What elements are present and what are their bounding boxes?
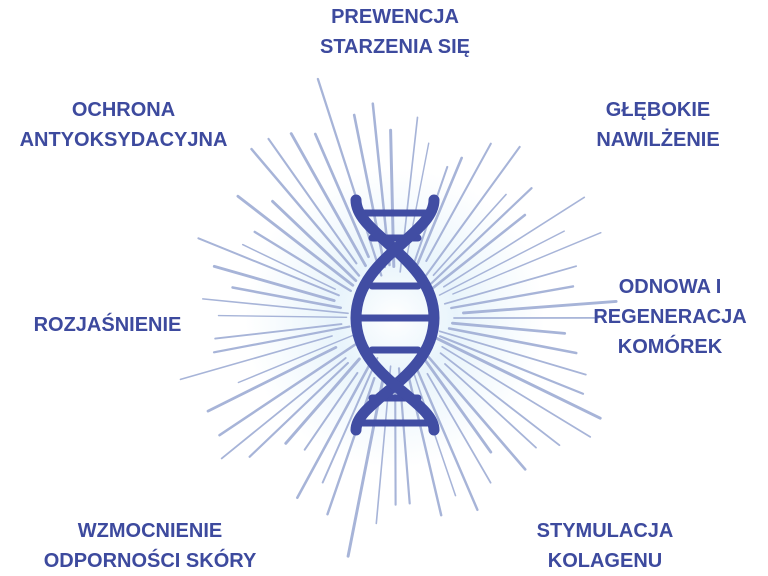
burst-ray <box>217 314 348 318</box>
burst-ray <box>202 298 349 315</box>
burst-rays <box>179 77 618 558</box>
label-glebokie-nawilzenie: GŁĘBOKIE NAWILŻENIE <box>596 99 720 151</box>
burst-ray <box>427 355 527 471</box>
burst-ray <box>450 285 575 310</box>
label-ochrona-antyoksydacyjna: OCHRONA ANTYOKSYDACYJNA <box>19 99 228 151</box>
burst-ray <box>450 321 567 335</box>
burst-ray <box>447 327 578 355</box>
burst-ray <box>443 265 577 305</box>
burst-ray <box>438 230 565 296</box>
burst-ray <box>236 194 355 287</box>
label-wzmocnienie-odpornosci: WZMOCNIENIE ODPORNOŚCI SKÓRY <box>43 520 257 572</box>
burst-ray <box>432 193 507 277</box>
burst-ray <box>313 132 370 259</box>
burst-ray <box>443 196 586 288</box>
burst-ray <box>250 147 361 277</box>
burst-ray <box>423 358 493 454</box>
burst-ray <box>253 230 352 293</box>
burst-ray <box>197 237 340 297</box>
burst-ray <box>439 352 561 447</box>
burst-ray <box>231 286 343 310</box>
burst-ray <box>212 325 351 354</box>
burst-ray <box>179 335 333 381</box>
burst-ray <box>237 334 354 384</box>
burst-ray <box>303 371 359 451</box>
burst-ray <box>441 345 592 438</box>
burst-ray <box>462 299 618 315</box>
burst-ray <box>206 346 338 413</box>
burst-ray <box>214 323 343 340</box>
burst-ray <box>316 77 383 277</box>
burst-ray <box>439 335 585 395</box>
burst-ray <box>271 199 358 283</box>
label-rozjasnienie: ROZJAŚNIENIE <box>33 314 182 336</box>
burst-ray <box>444 363 537 449</box>
dna-helix-icon <box>350 194 440 436</box>
burst-ray <box>430 187 533 285</box>
burst-ray <box>218 343 357 437</box>
burst-ray <box>425 142 492 263</box>
label-prewencja-starzenia: PREWENCJA STARZENIA SIĘ <box>319 6 470 58</box>
burst-ray <box>438 330 587 376</box>
burst-ray <box>346 376 385 558</box>
burst-ray <box>289 132 367 268</box>
burst-ray <box>422 145 521 281</box>
burst-ray <box>267 137 358 265</box>
burst-ray <box>220 357 347 460</box>
burst-ray <box>248 361 349 458</box>
burst-ray <box>212 264 336 303</box>
label-stymulacja-kolagenu: STYMULACJA KOLAGENU <box>536 520 674 572</box>
burst-ray <box>321 357 379 484</box>
burst-ray <box>426 372 492 484</box>
burst-ray <box>416 156 463 265</box>
burst-ray <box>296 363 372 500</box>
helix-strand-a <box>350 194 440 436</box>
burst-ray <box>326 376 376 516</box>
burst-ray <box>434 336 602 420</box>
burst-ray <box>414 365 479 512</box>
burst-ray <box>452 231 602 295</box>
burst-ray <box>428 213 527 292</box>
burst-ray <box>284 357 361 445</box>
burst-ray <box>241 243 336 290</box>
helix-strand-b <box>350 194 440 436</box>
label-odnowa-regeneracja: ODNOWA I REGENERACJA KOMÓREK <box>593 276 747 358</box>
